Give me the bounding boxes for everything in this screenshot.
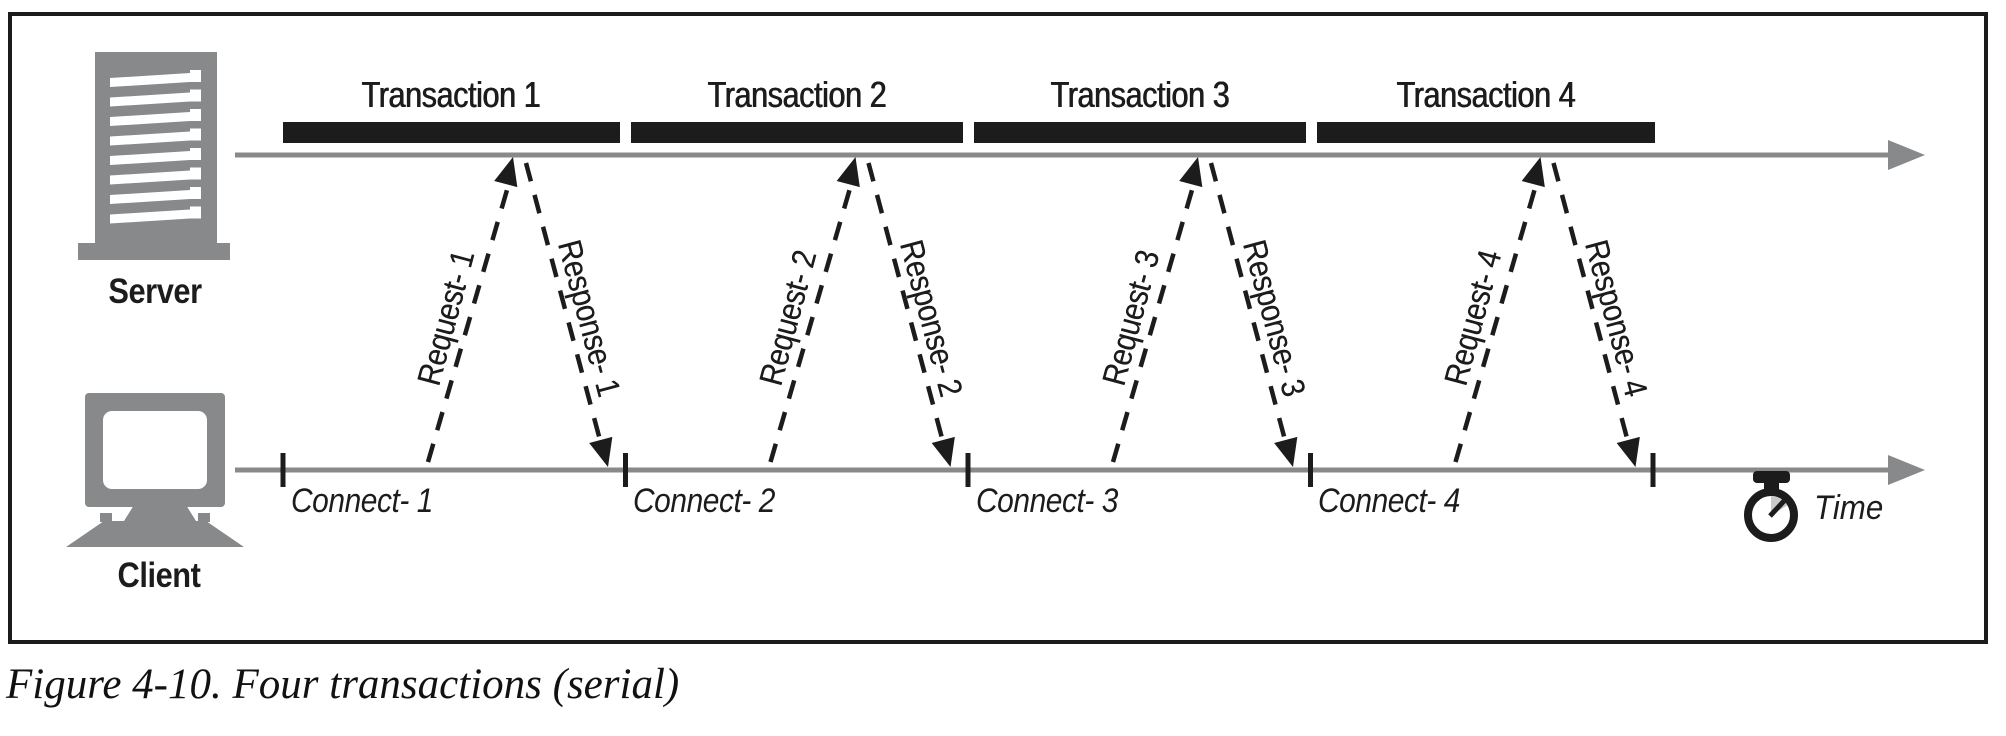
desktop-computer-icon bbox=[66, 393, 244, 547]
request-arrowhead-icon bbox=[494, 157, 518, 188]
time-axis-label: Time bbox=[1814, 489, 1884, 527]
request-arrow-line bbox=[425, 189, 510, 463]
request-arrowhead-icon bbox=[1179, 157, 1203, 188]
server-tower-icon bbox=[78, 52, 230, 260]
transaction-2-label: Transaction 2 bbox=[707, 74, 887, 115]
transaction-bar bbox=[283, 122, 620, 143]
client-label: Client bbox=[117, 556, 201, 595]
request-arrow-line bbox=[768, 189, 852, 463]
response-arrowhead-icon bbox=[1616, 436, 1640, 467]
connect-tick bbox=[623, 453, 628, 487]
transaction-1-label: Transaction 1 bbox=[361, 74, 541, 115]
connect-tick bbox=[1308, 453, 1313, 487]
request-arrowhead-icon bbox=[836, 157, 860, 188]
connect-3-label: Connect- 3 bbox=[976, 482, 1118, 520]
response-arrow-line bbox=[1208, 162, 1288, 441]
figure-border-box bbox=[8, 12, 1988, 644]
transaction-4-label: Transaction 4 bbox=[1396, 74, 1576, 115]
transaction-bar bbox=[1317, 122, 1655, 143]
server-label: Server bbox=[108, 272, 202, 311]
figure-caption: Figure 4-10. Four transactions (serial) bbox=[6, 661, 680, 708]
response-arrow-line bbox=[866, 162, 945, 441]
connect-1-label: Connect- 1 bbox=[291, 482, 433, 520]
response-arrowhead-icon bbox=[931, 436, 955, 467]
request-arrow-line bbox=[1453, 189, 1537, 463]
response-arrowhead-icon bbox=[589, 436, 613, 467]
response-arrow-line bbox=[523, 162, 603, 441]
server-timeline-arrowhead-icon bbox=[1888, 140, 1925, 170]
connect-2-label: Connect- 2 bbox=[633, 482, 775, 520]
client-timeline-arrowhead-icon bbox=[1888, 455, 1925, 485]
connect-tick bbox=[1650, 453, 1656, 487]
connect-tick bbox=[280, 453, 286, 487]
stopwatch-icon bbox=[1744, 471, 1798, 542]
client-timeline bbox=[235, 455, 1925, 485]
connect-4-label: Connect- 4 bbox=[1318, 482, 1460, 520]
transaction-bar bbox=[974, 122, 1306, 143]
transaction-bar bbox=[631, 122, 963, 143]
connect-tick bbox=[965, 453, 971, 487]
request-arrowhead-icon bbox=[1521, 157, 1545, 188]
response-arrowhead-icon bbox=[1274, 436, 1298, 467]
response-arrow-line bbox=[1551, 162, 1630, 441]
server-timeline bbox=[235, 140, 1925, 170]
transaction-3-label: Transaction 3 bbox=[1050, 74, 1230, 115]
request-arrow-line bbox=[1110, 189, 1195, 463]
